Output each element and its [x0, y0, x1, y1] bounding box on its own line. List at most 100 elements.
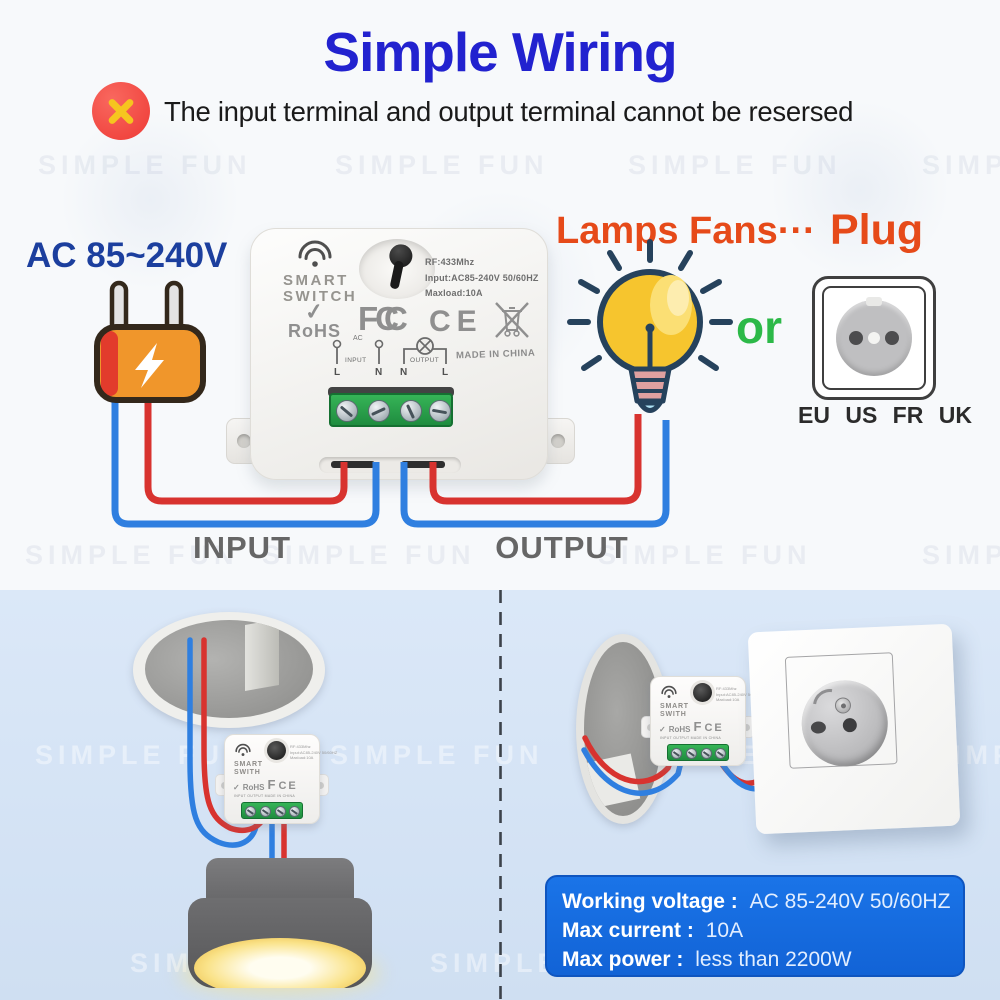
plug-label: Plug [830, 206, 924, 254]
terminal-screw [275, 806, 286, 817]
ce-mark: CE [429, 305, 483, 338]
wire-outlet-groove [319, 457, 461, 473]
spec-value: 10A [705, 919, 744, 942]
watermark-text: SIMPLE FUN [598, 540, 812, 570]
warning-text: The input terminal and output terminal c… [164, 96, 854, 127]
terminal-screw [368, 400, 390, 422]
lamp-light [194, 938, 366, 988]
device-specs: RF:433Mhz Input:AC85-240V 50/60HZ Maxloa… [425, 255, 539, 302]
terminal-screw [260, 806, 271, 817]
ce-mark: CE [704, 722, 724, 734]
rohs-mark: RoHS [288, 321, 341, 341]
input-voltage-label: AC 85~240V [26, 236, 228, 275]
spec-row: Max current : 10A [562, 916, 963, 945]
device-brand: SMART SWITH [660, 703, 689, 718]
spec-input: Input:AC85-240V 50/60HZ [425, 272, 539, 283]
terminal-screw [245, 806, 256, 817]
spec-row: Max power : less than 2200W [562, 945, 963, 974]
device-body: RF:433Mhz Input:AC85-240V 50/60HZ Maxloa… [224, 734, 337, 824]
loads-label: Lamps Fans··· [556, 210, 816, 252]
terminal-block [667, 744, 729, 761]
check-icon: ✓ [233, 783, 240, 792]
device-body: SMART SWITCH RF:433Mhz Input:AC85-240V 5… [250, 228, 548, 480]
antenna-knob [693, 683, 712, 702]
device-body: RF:433Mhz Input:AC85-240V 50/60HZ Maxloa… [650, 676, 763, 766]
terminal-screw [671, 748, 682, 759]
panel-divider [499, 590, 502, 1000]
specifications-box: Working voltage : AC 85-240V 50/60HZ Max… [545, 875, 965, 977]
input-label: INPUT [193, 530, 291, 565]
rohs-mark: RoHS [668, 725, 691, 734]
weee-bin-icon [495, 302, 529, 338]
ceiling-hole-interior [145, 620, 313, 718]
ground-pin [834, 697, 852, 714]
certification-marks: ✓ RoHS F CE [659, 719, 724, 734]
spec-maxload: Maxload:10A [716, 697, 740, 702]
spec-label: Working voltage : [562, 890, 738, 913]
socket-tab [866, 297, 882, 306]
watermark-text: SIMPLE FUN [335, 150, 549, 180]
ce-mark: CE [278, 780, 298, 792]
device-brand: SMART SWITCH [283, 273, 357, 305]
mini-smart-switch: RF:433Mhz Input:AC85-240V 50/60HZ Maxloa… [641, 676, 763, 766]
watermark-text: SIMPLE FUN [628, 150, 842, 180]
antenna-recess [359, 239, 435, 299]
made-in-label: MADE IN CHINA [455, 347, 536, 362]
fcc-mark: F [267, 777, 276, 792]
wifi-icon [298, 240, 332, 267]
schematic-input-label: INPUT [234, 794, 246, 798]
brand-line: SWITCH [283, 288, 358, 305]
brand-line: SMART [234, 761, 263, 768]
wall-box-notch [584, 753, 641, 809]
spec-rf: RF:433Mhz [290, 744, 311, 749]
socket-hole [810, 721, 827, 734]
ac-label: AC [353, 335, 363, 342]
terminal-screw [400, 400, 422, 422]
fcc-mark: FCC [358, 300, 408, 338]
brand-line: SWITH [660, 710, 687, 718]
terminal-slot [328, 387, 454, 397]
antenna-knob [267, 741, 286, 760]
check-icon: ✓ [659, 725, 666, 734]
watermark-text: SIMPLE FUN [262, 540, 476, 570]
terminal-screw [686, 748, 697, 759]
antenna-knob [382, 242, 413, 292]
spec-label: Max power : [562, 948, 684, 971]
terminal-letter: N [375, 367, 383, 378]
terminal-block [329, 393, 453, 427]
terminal-screw [336, 400, 358, 422]
terminal-letter: N [400, 367, 408, 378]
logo-ghost [60, 110, 240, 290]
spec-input: Input:AC85-240V 50/60HZ [716, 691, 764, 697]
smart-switch-device: SMART SWITCH RF:433Mhz Input:AC85-240V 5… [224, 226, 580, 484]
output-label: OUTPUT [495, 530, 629, 565]
socket-inner-frame [822, 286, 926, 390]
spec-input: Input:AC85-240V 50/60HZ [290, 749, 338, 755]
spec-rf: RF:433Mhz [716, 686, 737, 691]
terminal-screw [715, 748, 726, 759]
schematic-row: INPUT OUTPUT MADE IN CHINA [660, 736, 721, 740]
spec-rf: RF:433Mhz [425, 257, 475, 267]
device-brand: SMART SWITH [234, 761, 263, 776]
ceiling-lamp [188, 898, 372, 988]
socket-center-dot [868, 332, 880, 344]
socket-hole [885, 331, 899, 345]
spec-value: less than 2200W [695, 948, 852, 971]
spec-row: Working voltage : AC 85-240V 50/60HZ [562, 887, 963, 916]
rohs-mark: RoHS [242, 783, 265, 792]
device-specs: RF:433Mhz Input:AC85-240V 50/60HZ Maxloa… [716, 686, 763, 703]
schematic-output-label: OUTPUT [247, 794, 264, 798]
spec-value: AC 85-240V 50/60HZ [749, 890, 951, 913]
spec-label: Max current : [562, 919, 694, 942]
fcc-mark: F [693, 719, 702, 734]
made-in-label: MADE IN CHINA [264, 794, 295, 798]
or-label: or [736, 301, 782, 353]
made-in-label: MADE IN CHINA [690, 736, 721, 740]
spec-maxload: Maxload:10A [290, 755, 314, 760]
spec-maxload: Maxload:10A [425, 288, 483, 298]
x-circle-icon [92, 82, 150, 140]
watermark-text: SIMPLE FUN [35, 740, 249, 770]
socket-hole [849, 331, 863, 345]
power-plug-icon [94, 280, 206, 403]
